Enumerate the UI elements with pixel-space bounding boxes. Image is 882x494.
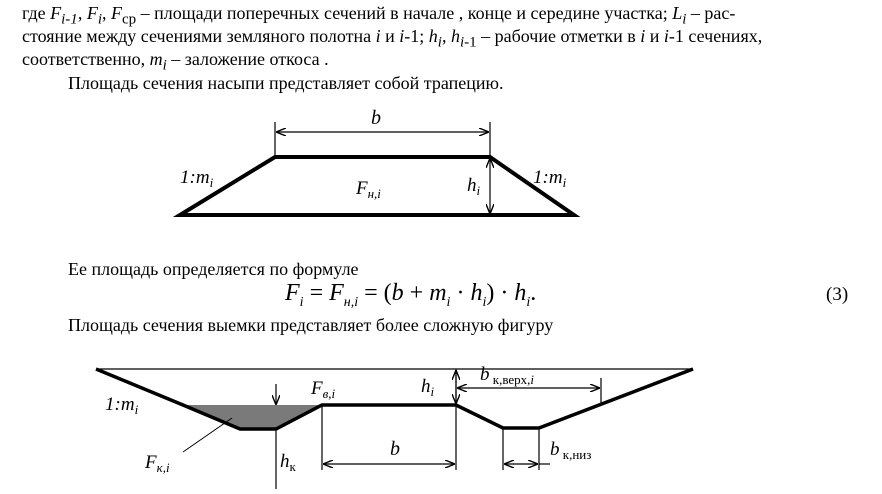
label-fk: Fк,i xyxy=(144,452,170,475)
label-hk: hк xyxy=(280,451,297,474)
equation-number: (3) xyxy=(826,284,849,305)
label-h-excavation: hi xyxy=(421,376,435,399)
embankment-figure: b 1:mi 1:mi Fн,i hi xyxy=(172,107,581,217)
label-slope-right: 1:mi xyxy=(533,167,567,190)
paragraph-excavation: Площадь сечения выемки представляет боле… xyxy=(68,315,554,335)
label-area: Fн,i xyxy=(355,178,381,201)
paragraph-embankment: Площадь сечения насыпи представляет собо… xyxy=(68,73,504,93)
label-b-excavation: b xyxy=(390,438,400,460)
paragraph-formula-intro: Ее площадь определяется по формуле xyxy=(68,259,359,279)
label-b-bottom: b к,низ xyxy=(550,439,591,462)
formula-area: Fi = Fн,i = (b + mi · hi) · hi. xyxy=(285,280,537,310)
label-slope-left: 1:mi xyxy=(180,167,214,190)
label-b-top: b к,верх,i xyxy=(480,364,534,387)
label-slope-excavation: 1:mi xyxy=(105,394,139,417)
label-fv: Fв,i xyxy=(310,378,336,401)
label-b: b xyxy=(371,107,381,129)
paragraph-line-3: соответственно, mi – заложение откоса . xyxy=(22,49,329,74)
excavation-figure: 1:mi Fв,i hi b к,верх,i b b к,низ Fк,i h… xyxy=(95,364,694,489)
paragraph-line-2: стояние между сечениями земляного полотн… xyxy=(22,26,763,51)
label-h: hi xyxy=(467,175,481,198)
excavation-outline xyxy=(95,367,694,431)
paragraph-line-1: где Fi-1, Fi, Fср – площади поперечных с… xyxy=(22,3,736,28)
leader-fk xyxy=(182,417,233,453)
